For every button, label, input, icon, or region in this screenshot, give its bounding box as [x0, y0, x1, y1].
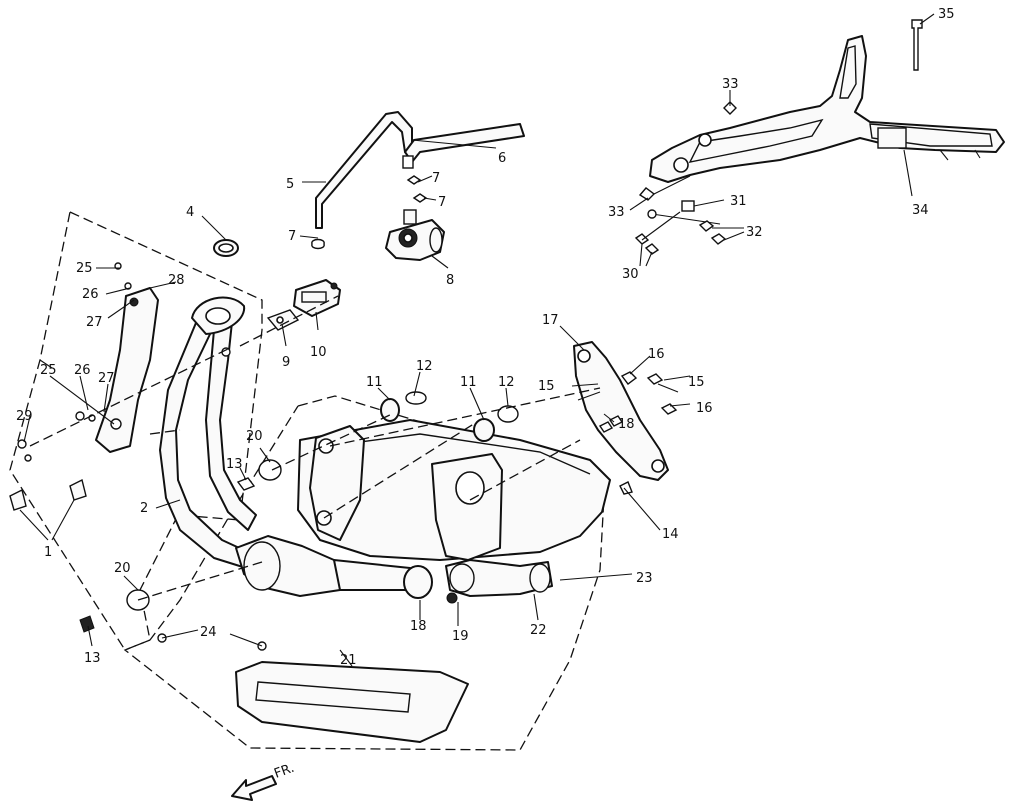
callout-18b: 18 — [410, 619, 427, 634]
callout-29: 29 — [16, 409, 33, 424]
callout-21: 21 — [340, 653, 357, 668]
callout-34: 34 — [912, 203, 929, 218]
catalyst-pipe — [235, 535, 411, 597]
callout-10: 10 — [310, 345, 327, 360]
callout-15b: 15 — [688, 375, 705, 390]
callout-20a: 20 — [246, 429, 263, 444]
rear-frame-bracket — [649, 35, 1005, 183]
callout-26a: 26 — [82, 287, 99, 302]
callout-14: 14 — [662, 527, 679, 542]
callout-labels: 1 2 4 5 6 7 7 7 8 9 10 11 12 11 12 13 13… — [16, 7, 955, 668]
side-cover-plate — [95, 287, 159, 453]
callout-1: 1 — [44, 545, 52, 560]
callout-16b: 16 — [696, 401, 713, 416]
collar-31-icon — [681, 200, 695, 212]
callout-20b: 20 — [114, 561, 131, 576]
callout-13a: 13 — [226, 457, 243, 472]
callout-17: 17 — [542, 313, 559, 328]
air-hoses — [311, 111, 525, 250]
front-arrow-icon — [231, 775, 277, 801]
callout-13b: 13 — [84, 651, 101, 666]
bolt-33-icon — [723, 101, 737, 115]
air-valve — [385, 209, 445, 261]
front-direction-label: FR. — [272, 761, 296, 782]
callout-30: 30 — [622, 267, 639, 282]
bolt-30-icon — [634, 233, 650, 245]
hose-5 — [315, 111, 413, 229]
grommet-1a-icon — [9, 488, 27, 511]
callout-5: 5 — [286, 177, 294, 192]
callout-7a: 7 — [432, 171, 440, 186]
callout-8: 8 — [446, 273, 454, 288]
callout-7b: 7 — [438, 195, 446, 210]
exhaust-header-pipe — [159, 296, 257, 569]
left-assembly-outline — [9, 211, 263, 651]
callout-4: 4 — [186, 205, 194, 220]
muffler-body — [297, 419, 611, 604]
callout-22: 22 — [530, 623, 547, 638]
callout-28: 28 — [168, 273, 185, 288]
callout-2: 2 — [140, 501, 148, 516]
muffler-outlet-18 — [403, 565, 433, 599]
callout-35: 35 — [938, 7, 955, 22]
grommet-1b-icon — [69, 478, 87, 501]
heat-shield — [157, 633, 469, 743]
washer-12a-icon — [405, 391, 427, 405]
grommet-11a-icon — [380, 398, 400, 422]
washer-20a-icon — [258, 459, 282, 481]
nut-32-icon — [698, 220, 715, 232]
callout-11b: 11 — [460, 375, 477, 390]
callout-25a: 25 — [76, 261, 93, 276]
callout-11a: 11 — [366, 375, 383, 390]
callout-16a: 16 — [648, 347, 665, 362]
callout-26b: 26 — [74, 363, 91, 378]
callout-24: 24 — [200, 625, 217, 640]
front-direction-indicator: FR. — [231, 761, 296, 801]
callout-19: 19 — [452, 629, 469, 644]
bolt-30b-icon — [644, 243, 660, 255]
callout-9: 9 — [282, 355, 290, 370]
callout-23: 23 — [636, 571, 653, 586]
callout-15a: 15 — [538, 379, 555, 394]
callout-6: 6 — [498, 151, 506, 166]
callout-12a: 12 — [416, 359, 433, 374]
muffler-mount-bracket — [573, 341, 678, 495]
callout-18a: 18 — [618, 417, 635, 432]
callout-32: 32 — [746, 225, 763, 240]
callout-7c: 7 — [288, 229, 296, 244]
leader-lines — [19, 13, 935, 667]
callout-25b: 25 — [40, 363, 57, 378]
callout-27a: 27 — [86, 315, 103, 330]
bolt-13b-icon — [79, 615, 95, 633]
callout-33a: 33 — [722, 77, 739, 92]
small-hardware — [9, 262, 519, 633]
callout-27b: 27 — [98, 371, 115, 386]
rear-bracket-hardware — [634, 19, 923, 255]
nut-32b-icon — [710, 233, 727, 245]
callout-33b: 33 — [608, 205, 625, 220]
reed-valve-assembly — [266, 279, 341, 331]
callout-31: 31 — [730, 194, 747, 209]
bolt-13a-icon — [236, 477, 256, 491]
bolt-35-icon — [911, 19, 923, 71]
callout-12b: 12 — [498, 375, 515, 390]
